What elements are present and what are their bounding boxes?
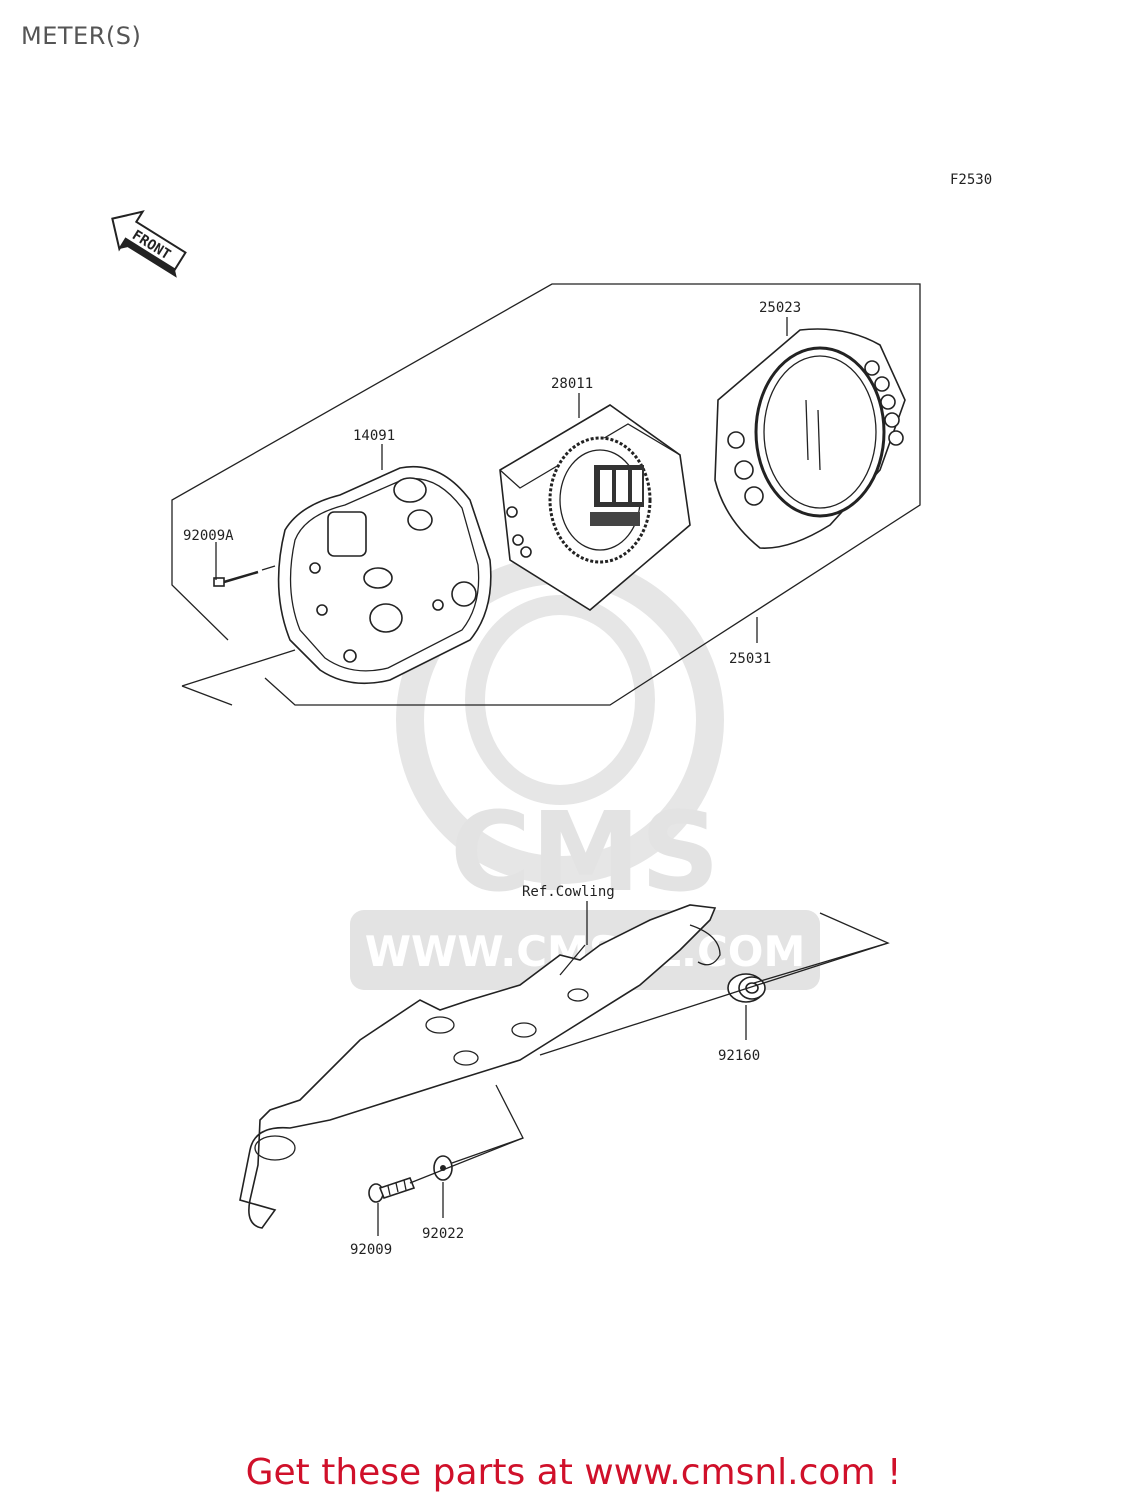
page-title: METER(S) [21,22,142,50]
diagram-code: F2530 [950,172,992,188]
watermark-brand: CMS [450,788,719,916]
assembly-outline [171,283,921,706]
screw-92009a [213,565,276,587]
part-label-ref-cowling: Ref.Cowling [522,884,615,900]
part-label-92009a: 92009A [183,528,234,544]
leader-lines [215,317,890,1236]
part-label-92160: 92160 [718,1048,760,1064]
bolt-92009 [368,1177,416,1203]
washer-92022 [433,1155,453,1181]
parts-diagram: CMS WWW.CMSNL.COM F2530 FRONT [111,172,992,1258]
part-labels: 25023 28011 14091 92009A 25031 Ref.Cowli… [183,300,801,1258]
meter-stay-bracket [239,904,721,1229]
part-label-14091: 14091 [353,428,395,444]
part-label-92022: 92022 [422,1226,464,1242]
part-label-92009: 92009 [350,1242,392,1258]
part-label-28011: 28011 [551,376,593,392]
footer-promo-link[interactable]: Get these parts at www.cmsnl.com ! [245,1452,902,1493]
front-arrow-icon: FRONT [111,210,187,278]
part-label-25031: 25031 [729,651,771,667]
upper-case-part [714,328,906,549]
lower-case-part [277,465,492,685]
meter-unit-part [499,404,691,611]
grommet-92160 [727,973,766,1003]
part-label-25023: 25023 [759,300,801,316]
